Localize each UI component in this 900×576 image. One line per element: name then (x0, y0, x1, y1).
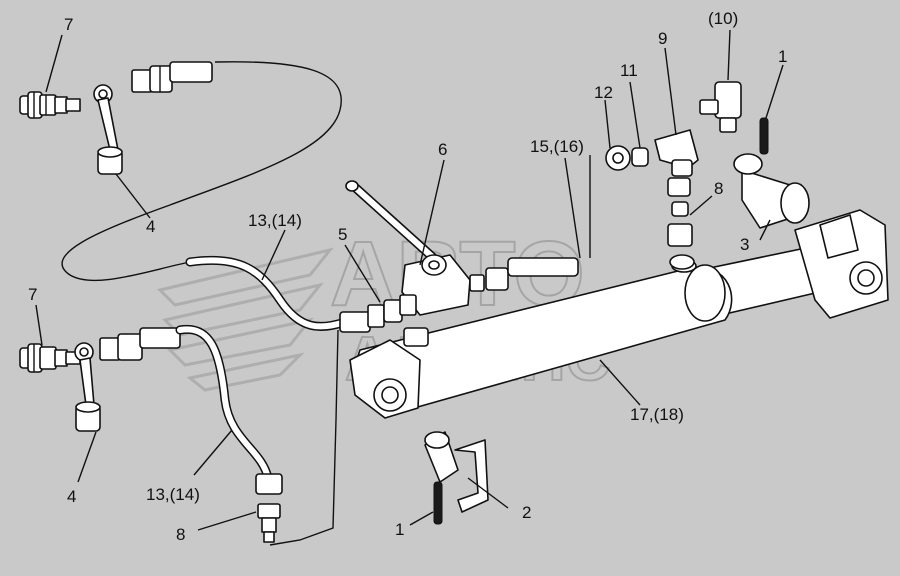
label-15: 15,(16) (530, 137, 584, 156)
nut-12 (605, 145, 631, 171)
hose-13-lower (175, 324, 273, 483)
pin-1-upper (759, 117, 769, 155)
part-labels: 7 4 13,(14) 6 5 7 4 13,(14) 8 1 2 17,(18… (28, 9, 787, 544)
bushing-3 (733, 153, 810, 229)
drain-line (269, 329, 339, 546)
label-12: 12 (594, 83, 613, 102)
swivel-fitting-lower (255, 473, 283, 543)
label-9: 9 (658, 29, 667, 48)
label-7-upper: 7 (64, 15, 73, 34)
hydraulic-cylinder (349, 209, 889, 419)
label-3: 3 (740, 235, 749, 254)
quick-coupler-upper (19, 91, 81, 119)
label-4-upper: 4 (146, 217, 155, 236)
dust-cap-upper (93, 84, 123, 175)
leader-lines (35, 29, 784, 531)
label-11: 11 (620, 61, 638, 80)
label-7-lower: 7 (28, 285, 37, 304)
valve-block (345, 180, 471, 316)
bushing-lower (424, 431, 459, 483)
label-8-upper: 8 (714, 179, 723, 198)
label-5: 5 (338, 225, 347, 244)
label-6: 6 (438, 140, 447, 159)
tee-fitting-10 (699, 81, 742, 133)
pin-1-lower (433, 481, 443, 525)
bracket-2 (454, 439, 489, 513)
label-1-upper: 1 (778, 47, 787, 66)
dust-cap-lower (74, 342, 101, 432)
hose-13-upper (185, 255, 350, 331)
label-4-lower: 4 (67, 487, 76, 506)
hose-fitting-lower (99, 327, 181, 361)
label-2: 2 (522, 503, 531, 522)
ferrule-11 (631, 147, 649, 167)
return-line (61, 61, 342, 282)
hose-fitting-upper (131, 61, 213, 93)
quick-coupler-lower (19, 343, 81, 373)
label-13-lower: 13,(14) (146, 485, 200, 504)
elbow-fitting-9 (654, 129, 699, 177)
valve-outlet-fittings (469, 257, 579, 292)
label-1-lower: 1 (395, 520, 404, 539)
label-17: 17,(18) (630, 405, 684, 424)
label-10: (10) (708, 9, 738, 28)
fitting-stack-8 (667, 177, 695, 270)
label-13-upper: 13,(14) (248, 211, 302, 230)
label-8-lower: 8 (176, 525, 185, 544)
adapter-fitting-5 (339, 294, 417, 333)
